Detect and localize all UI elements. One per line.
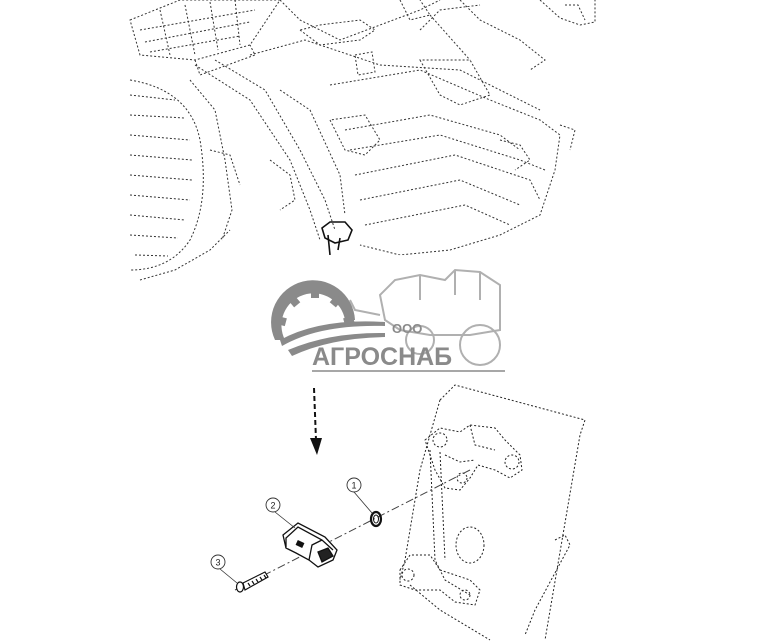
platform-grating (129, 0, 281, 76)
callout-2: 2 (265, 497, 296, 529)
callout-2-label: 2 (270, 501, 275, 511)
assembly-centerline (234, 469, 471, 591)
callout-1: 1 (346, 477, 373, 514)
tire (129, 79, 233, 281)
sensor-location-highlight (321, 221, 353, 256)
bracket-detail-drawing (234, 384, 586, 641)
callout-1-label: 1 (351, 481, 356, 491)
watermark-company-name: АГРОСНАБ (312, 343, 452, 371)
callout-3-label: 3 (215, 558, 220, 568)
machine-overview-drawing (129, 0, 596, 281)
gear-icon (271, 280, 385, 356)
detail-arrow (310, 387, 322, 455)
disc (455, 526, 485, 564)
combine-harvester-icon (349, 268, 501, 366)
upper-mount-bracket (424, 424, 523, 491)
bolt-part (235, 571, 269, 593)
side-lever (524, 534, 571, 636)
top-right-bracket (539, 0, 596, 26)
o-ring-part (369, 510, 383, 528)
sensor-part (282, 522, 338, 568)
watermark-logo: ООО АГРОСНАБ (245, 255, 535, 385)
linkage-rod (429, 449, 471, 596)
main-frame (194, 4, 576, 256)
callout-3: 3 (210, 554, 238, 584)
lower-mount-bracket (399, 554, 481, 606)
watermark-prefix: ООО (392, 321, 422, 336)
